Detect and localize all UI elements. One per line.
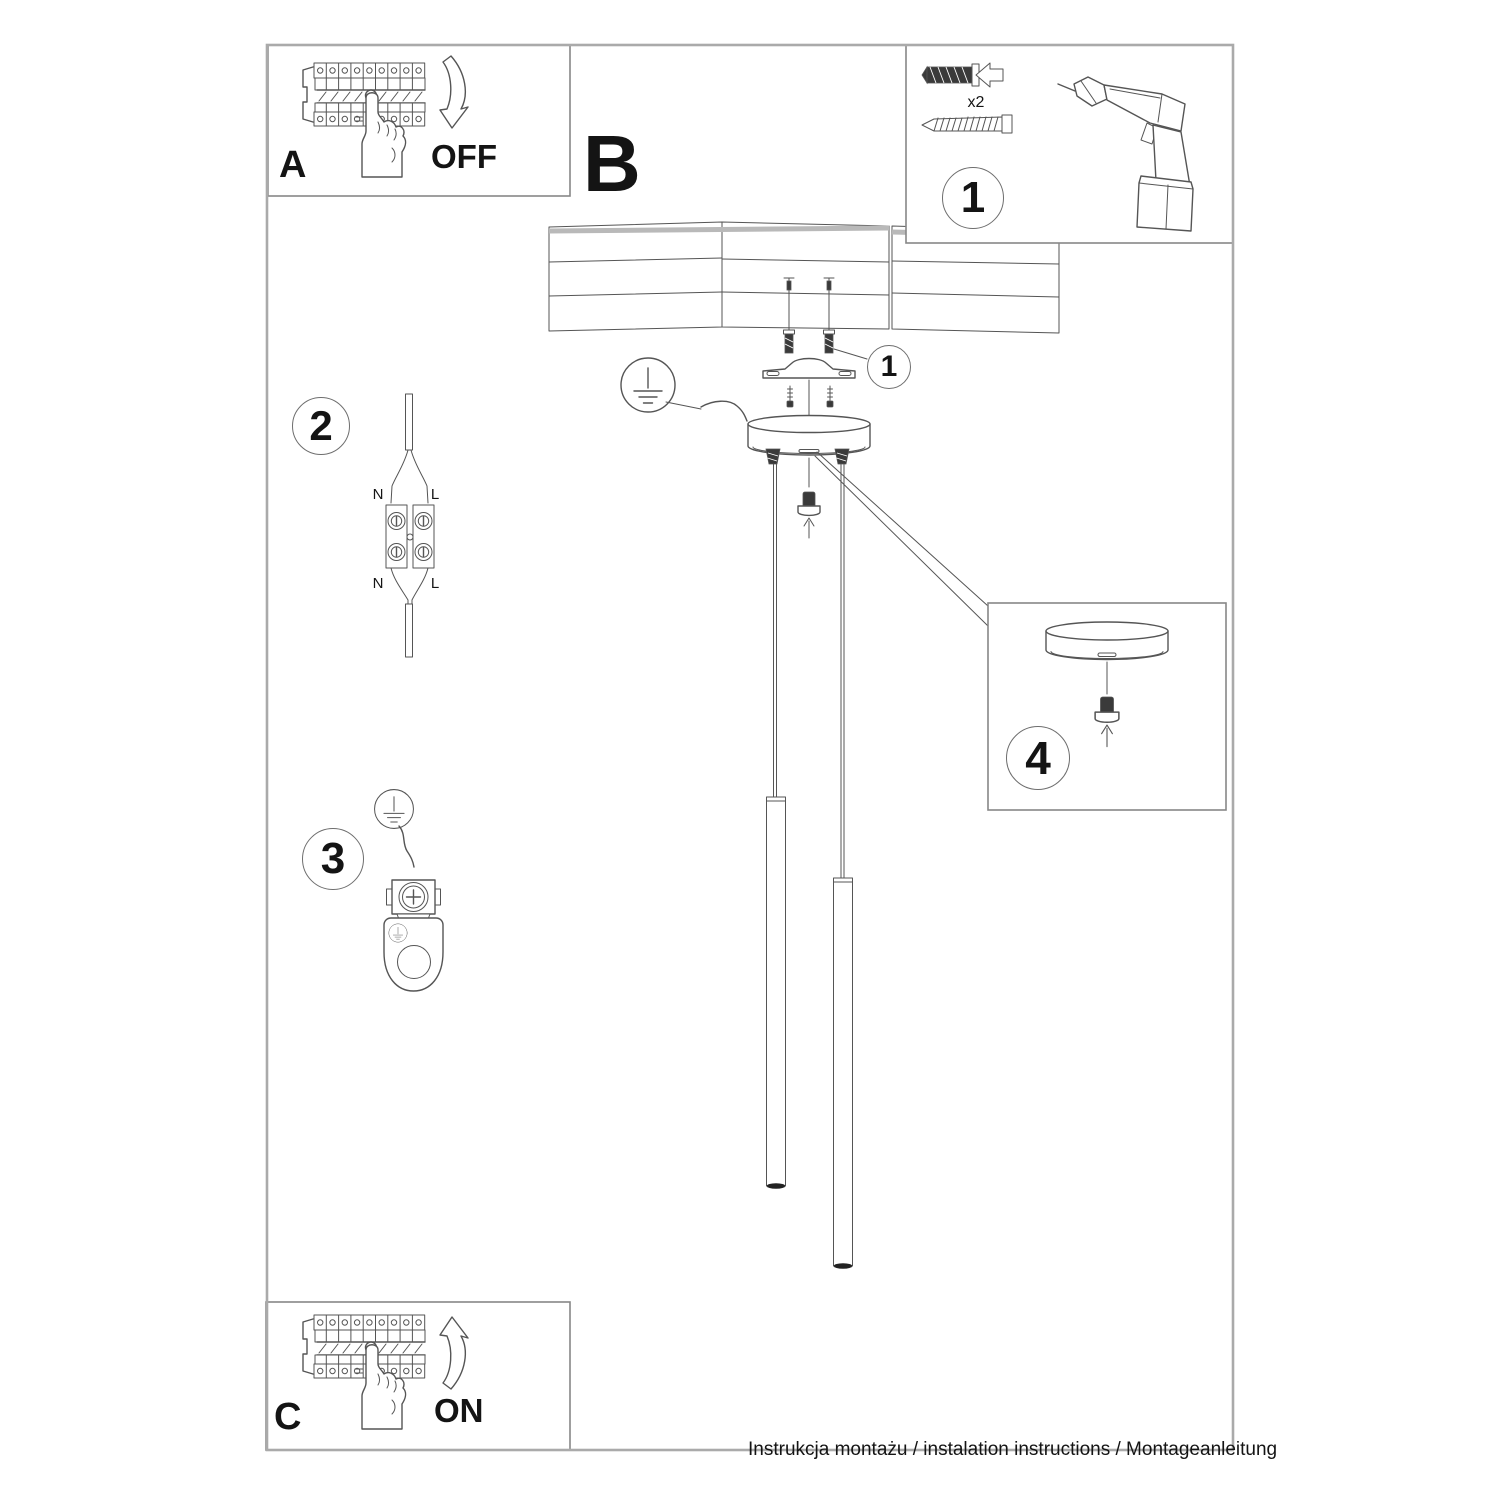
- on-label: ON: [434, 1392, 484, 1429]
- mains-cable: [390, 393, 429, 504]
- drill-icon: [1057, 76, 1194, 232]
- ground-wire: [700, 400, 748, 422]
- footer-line-1: Instrukcja montażu / instalation instruc…: [748, 1439, 1278, 1460]
- wall-plugs: [783, 329, 835, 354]
- pendant-tube-right: [833, 877, 853, 1269]
- screw-icon: [921, 114, 1013, 134]
- ground-wire: [398, 825, 415, 868]
- ground-step: [374, 789, 444, 992]
- step-circle-wiring: 2: [292, 397, 350, 455]
- mounting-bracket: [762, 357, 856, 379]
- wall-plug-icon: [921, 62, 1004, 88]
- leader-line-anchor: [833, 348, 868, 360]
- pendant-cables: [773, 463, 845, 879]
- step-number: 2: [309, 402, 333, 449]
- canopy: [747, 414, 871, 456]
- main-frame: [265, 43, 1235, 1452]
- detail-canopy: [1045, 621, 1169, 748]
- step-number: 3: [320, 834, 346, 883]
- step-circle-ground: 3: [302, 828, 364, 890]
- terminal-block: [385, 504, 435, 658]
- step-number: 4: [1025, 732, 1051, 784]
- ground-lug: [383, 917, 444, 992]
- section-b-label: B: [583, 119, 641, 208]
- panel-c-label: C: [274, 1396, 302, 1438]
- wire-label-l-bottom: L: [430, 575, 440, 592]
- bracket-screws: [786, 379, 834, 418]
- footer-text: Instrukcja montażu / instalation instruc…: [748, 1390, 1277, 1500]
- earth-terminal: [386, 879, 441, 923]
- step-circle-cover: 4: [1006, 726, 1070, 790]
- wire-label-n-top: N: [372, 486, 384, 503]
- anchor-quantity: x2: [967, 94, 985, 111]
- grub-screw-icon: [797, 457, 821, 539]
- off-label: OFF: [431, 138, 497, 175]
- wire-label-n-bottom: N: [372, 575, 384, 592]
- step-number: 1: [960, 173, 986, 222]
- wire-splits: [390, 449, 429, 504]
- pendant-tube-left: [766, 796, 786, 1189]
- step-circle-parts: 1: [942, 167, 1004, 229]
- wire-label-l-top: L: [430, 486, 440, 503]
- step-circle-anchor: 1: [867, 345, 911, 389]
- step-number: 1: [880, 350, 898, 383]
- panel-a-label: A: [279, 144, 307, 186]
- ground-symbol-icon: [620, 357, 748, 422]
